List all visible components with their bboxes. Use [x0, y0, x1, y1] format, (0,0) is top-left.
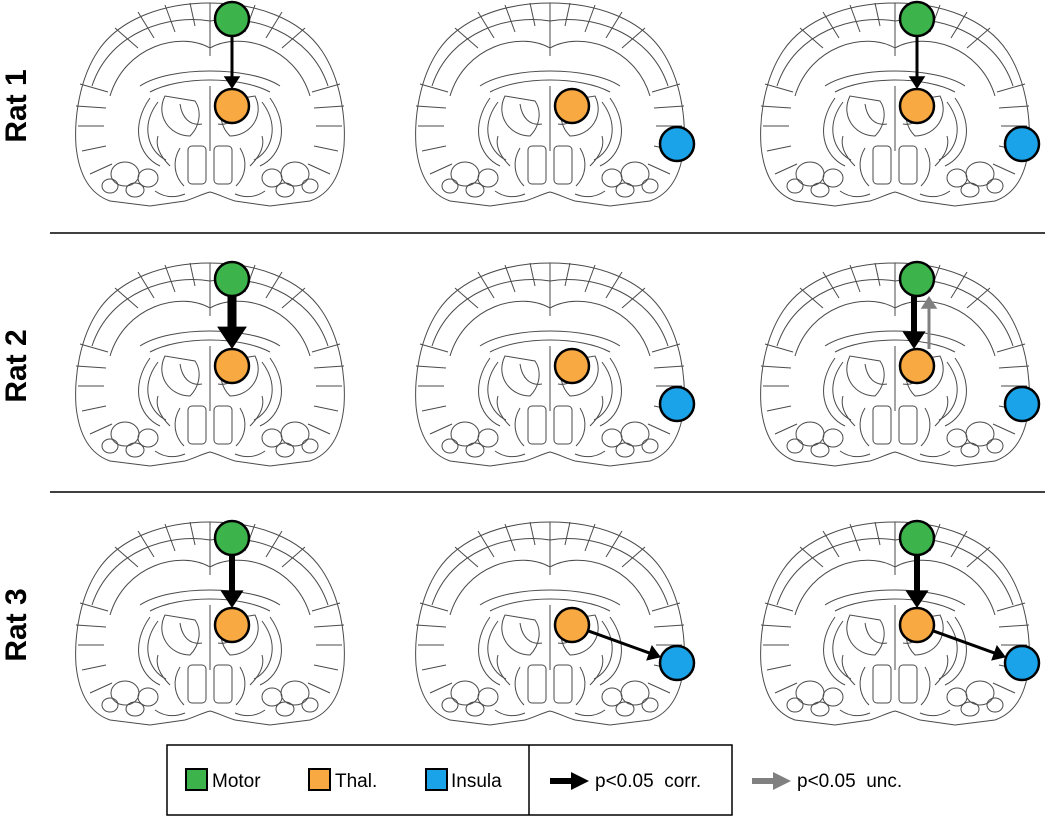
insula-node [658, 385, 696, 423]
insula-node [1003, 125, 1041, 163]
brain-section-outline [75, 262, 345, 467]
brain-section-outline [415, 2, 685, 207]
motor-node [213, 260, 251, 298]
motor-to-thal-corr-arrow [217, 296, 247, 349]
insula-node [1003, 644, 1041, 682]
row-label-rat-3: Rat 3 [0, 588, 33, 661]
brain-section-outline [760, 262, 1030, 467]
brain-section-outline [760, 2, 1030, 207]
thal-node [213, 347, 251, 385]
panel-rat-2-col-1 [75, 260, 345, 467]
thal-swatch [308, 768, 331, 791]
panel-rat-3-col-1 [75, 519, 345, 726]
unc-arrow-icon [752, 772, 791, 790]
thal-to-insula-corr-arrow [932, 629, 1007, 661]
panel-rat-2-col-3 [760, 260, 1041, 467]
motor-to-thal-corr-arrow [902, 296, 926, 349]
panel-rat-1-col-1 [75, 0, 345, 207]
brain-section-outline [415, 262, 685, 467]
motor-node [898, 0, 936, 38]
panel-rat-1-col-3 [760, 0, 1041, 207]
motor-to-thal-corr-arrow [908, 36, 926, 89]
thal-node [553, 347, 591, 385]
insula-swatch [425, 768, 448, 791]
thal-node [213, 87, 251, 125]
thal-node [898, 87, 936, 125]
panel-rat-3-col-3 [760, 519, 1041, 726]
legend-insula-label: Insula [451, 771, 502, 792]
motor-swatch [185, 768, 208, 791]
insula-node [1003, 385, 1041, 423]
row-label-rat-1: Rat 1 [0, 69, 33, 142]
insula-node [658, 644, 696, 682]
thal-node [553, 606, 591, 644]
motor-to-thal-corr-arrow [905, 555, 929, 608]
legend: Motor Thal. Insula p<0.05 corr. p<0.05 u… [166, 744, 902, 816]
thal-to-motor-unc-arrow [920, 296, 938, 349]
brain-section-outline [760, 521, 1030, 726]
panel-rat-1-col-2 [415, 2, 696, 207]
panel-rat-3-col-2 [415, 521, 696, 726]
thal-node [898, 606, 936, 644]
insula-node [658, 125, 696, 163]
legend-unc-label: p<0.05 unc. [797, 771, 902, 792]
legend-thal-label: Thal. [335, 771, 377, 792]
panel-rat-2-col-2 [415, 262, 696, 467]
legend-corr-label: p<0.05 corr. [595, 771, 701, 792]
motor-node [213, 519, 251, 557]
brain-section-outline [75, 521, 345, 726]
motor-to-thal-corr-arrow [223, 36, 241, 89]
row-label-rat-2: Rat 2 [0, 329, 33, 402]
thal-node [898, 347, 936, 385]
thal-node [213, 606, 251, 644]
motor-node [213, 0, 251, 38]
brain-section-outline [415, 521, 685, 726]
legend-frame [166, 744, 733, 816]
thal-node [553, 87, 591, 125]
thal-to-insula-corr-arrow [587, 629, 662, 661]
motor-node [898, 519, 936, 557]
row-separators [50, 232, 1045, 493]
brain-section-outline [75, 2, 345, 207]
corr-arrow-icon [550, 772, 589, 790]
legend-motor-label: Motor [212, 771, 261, 792]
motor-to-thal-corr-arrow [220, 555, 244, 608]
motor-node [898, 260, 936, 298]
